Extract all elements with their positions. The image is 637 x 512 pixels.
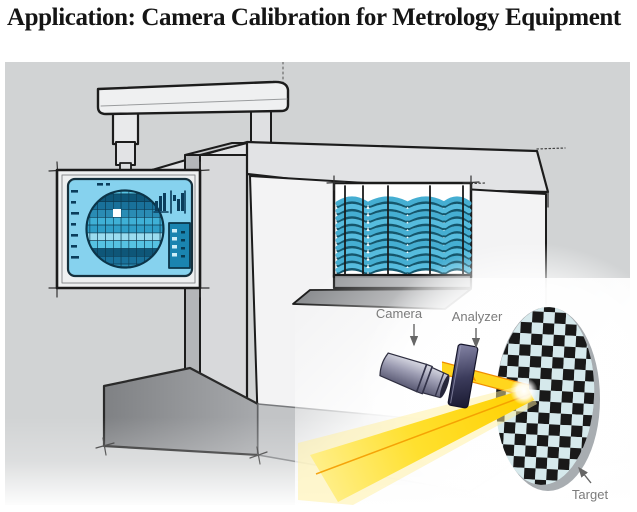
analyzer-label: Analyzer xyxy=(452,309,503,324)
wafer-map xyxy=(86,190,164,268)
calibration-diagram: Camera Analyzer Target xyxy=(298,304,609,505)
camera-label: Camera xyxy=(376,306,423,321)
monitor xyxy=(55,168,202,290)
target-pointer-arrow xyxy=(578,466,592,484)
screen-text-marks xyxy=(71,183,110,259)
wafer-map-outline xyxy=(85,189,165,269)
analyzer-illustration xyxy=(447,343,479,409)
page-title: Application: Camera Calibration for Metr… xyxy=(7,4,621,31)
camera-lens xyxy=(439,375,450,398)
illustration: Camera Analyzer Target xyxy=(5,62,630,505)
screen-widgets xyxy=(71,183,191,269)
camera-illustration xyxy=(379,352,450,399)
callouts: Camera Analyzer Target xyxy=(376,306,609,502)
target-label: Target xyxy=(572,487,609,502)
beam-incident xyxy=(298,384,537,505)
beam-spot xyxy=(510,377,538,405)
illustration-panel: Camera Analyzer Target xyxy=(5,62,630,505)
